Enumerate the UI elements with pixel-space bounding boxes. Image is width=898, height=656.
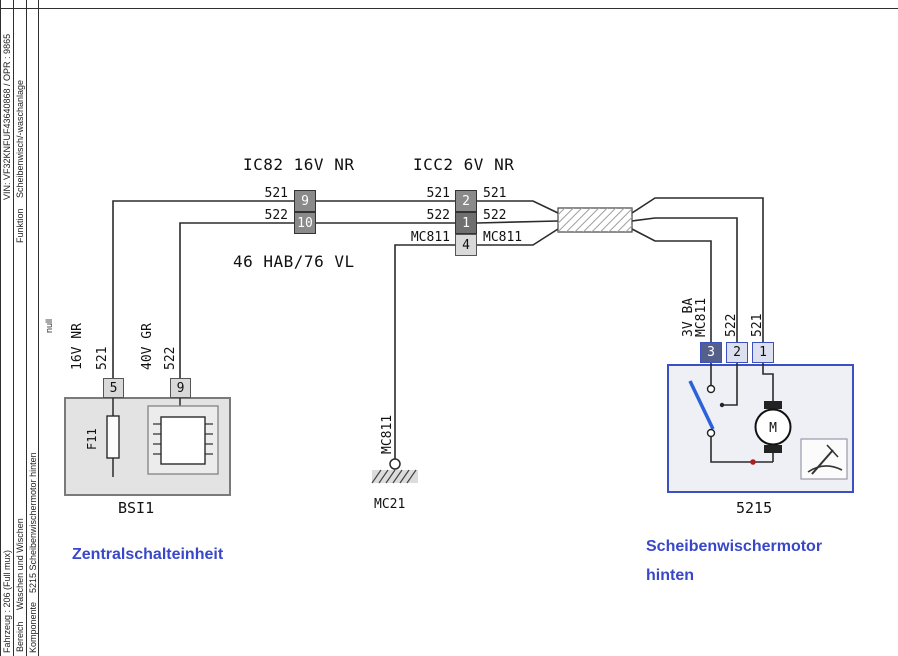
wire-label-521-a: 521 <box>264 186 288 201</box>
motor-name-label: Scheibenwischermotor hinten <box>646 538 823 584</box>
switch-throw-contact <box>719 402 725 408</box>
sidebar-divider-1 <box>13 0 14 656</box>
motor-ref-label: 5215 <box>736 499 773 517</box>
wire-label-522-b: 522 <box>426 208 450 223</box>
fuse-icon <box>106 398 120 477</box>
wire-label-521-b: 521 <box>426 186 450 201</box>
motor-pin-3: 3 <box>700 342 722 363</box>
harness-splice <box>557 207 633 233</box>
wire-521-path <box>112 197 774 401</box>
motor-pin-1: 1 <box>752 342 774 363</box>
icc2-pin-1: 1 <box>455 212 477 234</box>
wire-label-mc811-b: MC811 <box>410 230 450 245</box>
ic82-pin-9: 9 <box>294 190 316 212</box>
motor-icon: M <box>754 401 792 462</box>
fuse-label: F11 <box>85 428 99 450</box>
wire-label-mc811-d: MC811 <box>694 297 709 337</box>
harness-designation: 46 HAB/76 VL <box>233 252 355 271</box>
bsi-pin-9: 9 <box>170 378 191 398</box>
wire-label-mc811-c: MC811 <box>483 230 523 245</box>
icc2-pin-4: 4 <box>455 234 477 256</box>
wiper-icon <box>800 438 848 480</box>
wire-522-path <box>179 217 738 406</box>
connector-title-icc2: ICC2 6V NR <box>413 155 515 174</box>
bsi-pin-5: 5 <box>103 378 124 398</box>
wire-label-521-d: 521 <box>750 313 765 337</box>
wire-label-522-a: 522 <box>264 208 288 223</box>
bsi-name-label: Zentralschalteinheit <box>72 546 224 563</box>
motor-letter: M <box>769 421 777 436</box>
ground-symbol <box>371 458 418 484</box>
sidebar-divider-2 <box>26 0 27 656</box>
wire-spec-40v-gr: 40V GR <box>140 323 155 370</box>
bsi-ref-label: BSI1 <box>118 499 155 517</box>
wire-num-521-v: 521 <box>95 346 110 370</box>
ic-chip-icon <box>147 398 219 475</box>
wire-spec-16v-nr: 16V NR <box>70 323 85 370</box>
wire-label-522-d: 522 <box>724 313 739 337</box>
ic82-pin-10: 10 <box>294 212 316 234</box>
sidebar-divider-3 <box>38 0 39 656</box>
wire-label-521-c: 521 <box>483 186 507 201</box>
wire-mc811-path <box>394 228 712 459</box>
top-border-line <box>0 8 898 9</box>
wire-label-mc811-ground: MC811 <box>380 414 395 454</box>
wire-label-522-c: 522 <box>483 208 507 223</box>
wire-num-522-v: 522 <box>163 346 178 370</box>
icc2-pin-2: 2 <box>455 190 477 212</box>
ground-ref-label: MC21 <box>374 497 406 512</box>
junction-dot <box>750 459 756 465</box>
sidebar-border-left <box>0 0 1 656</box>
motor-pin-2: 2 <box>726 342 748 363</box>
connector-title-ic82: IC82 16V NR <box>243 155 355 174</box>
bsi-box <box>64 397 231 496</box>
